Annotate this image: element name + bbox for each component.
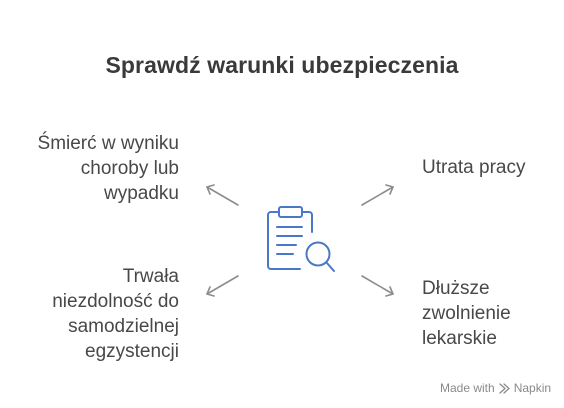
made-with-footer: Made with Napkin xyxy=(440,381,551,395)
arrow-top-right xyxy=(361,184,394,206)
napkin-brand-text: Napkin xyxy=(513,381,552,395)
arrow-top-left xyxy=(206,184,239,206)
napkin-logo-icon xyxy=(499,382,510,394)
branch-label-line: Śmierć w wyniku xyxy=(37,133,179,154)
arrow-bottom-right xyxy=(361,275,394,297)
branch-label-top-right: Utrata pracy xyxy=(422,155,562,180)
branch-label-bottom-left: Trwała niezdolność do samodzielnej egzys… xyxy=(0,264,179,364)
branch-label-line: lekarskie xyxy=(422,328,497,349)
branch-label-line: egzystencji xyxy=(85,341,179,362)
branch-label-top-left: Śmierć w wyniku choroby lub wypadku xyxy=(0,131,179,206)
page-title: Sprawdź warunki ubezpieczenia xyxy=(105,52,459,78)
arrow-bottom-left xyxy=(206,275,239,297)
branch-label-line: Utrata pracy xyxy=(422,157,526,178)
branch-label-line: zwolnienie xyxy=(422,303,511,324)
branch-label-line: samodzielnej xyxy=(68,316,179,337)
clipboard-search-icon xyxy=(267,206,335,272)
branch-label-line: choroby lub xyxy=(80,158,179,179)
branch-label-line: Trwała xyxy=(122,266,179,287)
branch-label-bottom-right: Dłuższe zwolnienie lekarskie xyxy=(422,276,562,351)
branch-label-line: Dłuższe xyxy=(422,278,490,299)
made-with-text: Made with xyxy=(440,381,495,395)
branch-label-line: wypadku xyxy=(104,183,179,204)
branch-label-line: niezdolność do xyxy=(52,291,179,312)
